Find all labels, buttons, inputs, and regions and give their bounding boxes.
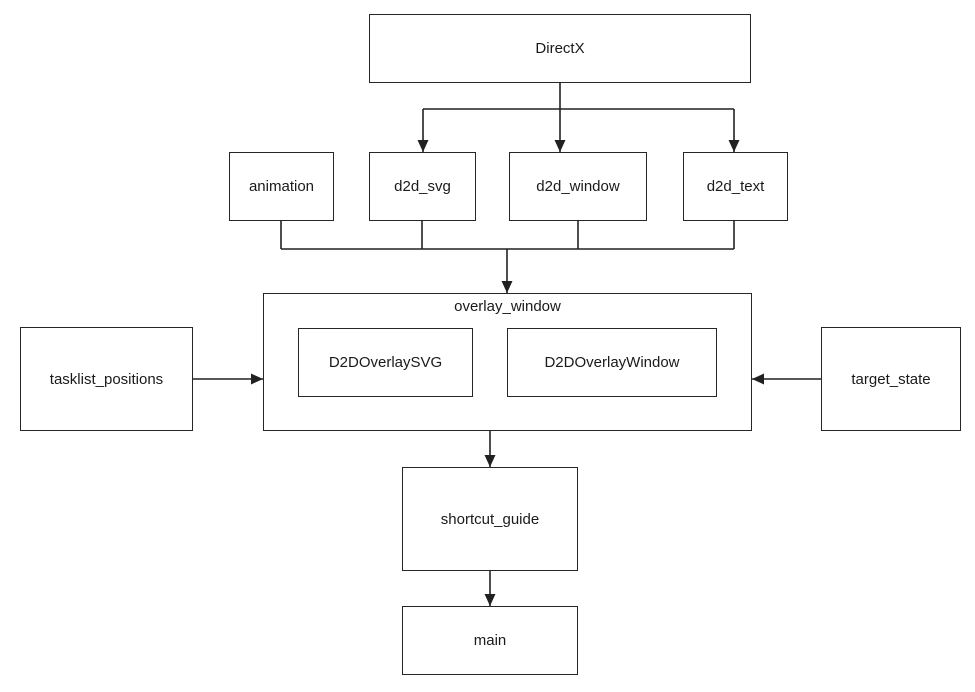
node-label: d2d_svg <box>394 178 451 195</box>
node-label: d2d_window <box>536 178 620 195</box>
node-label: d2d_text <box>706 178 765 195</box>
node-label: shortcut_guide <box>440 510 540 528</box>
node-target-state: target_state <box>821 327 961 431</box>
node-d2d-svg: d2d_svg <box>369 152 476 221</box>
node-shortcut-guide: shortcut_guide <box>402 467 578 571</box>
node-directx: DirectX <box>369 14 751 83</box>
edge-merge-to-overlay-window <box>280 221 735 293</box>
node-label: tasklist_positions <box>49 370 164 388</box>
node-label: main <box>473 632 507 649</box>
node-label: DirectX <box>535 40 585 57</box>
node-label: overlay_window <box>454 298 561 315</box>
node-label: target_state <box>851 370 931 388</box>
node-label: animation <box>248 178 315 195</box>
node-d2d-window: d2d_window <box>509 152 647 221</box>
edge-directx-fanout <box>417 83 740 152</box>
node-d2d-overlay-svg: D2DOverlaySVG <box>298 328 473 397</box>
node-d2d-overlay-window: D2DOverlayWindow <box>507 328 717 397</box>
node-animation: animation <box>229 152 334 221</box>
node-label: D2DOverlaySVG <box>328 354 443 371</box>
node-label: D2DOverlayWindow <box>544 354 680 371</box>
node-d2d-text: d2d_text <box>683 152 788 221</box>
node-tasklist-positions: tasklist_positions <box>20 327 193 431</box>
node-main: main <box>402 606 578 675</box>
